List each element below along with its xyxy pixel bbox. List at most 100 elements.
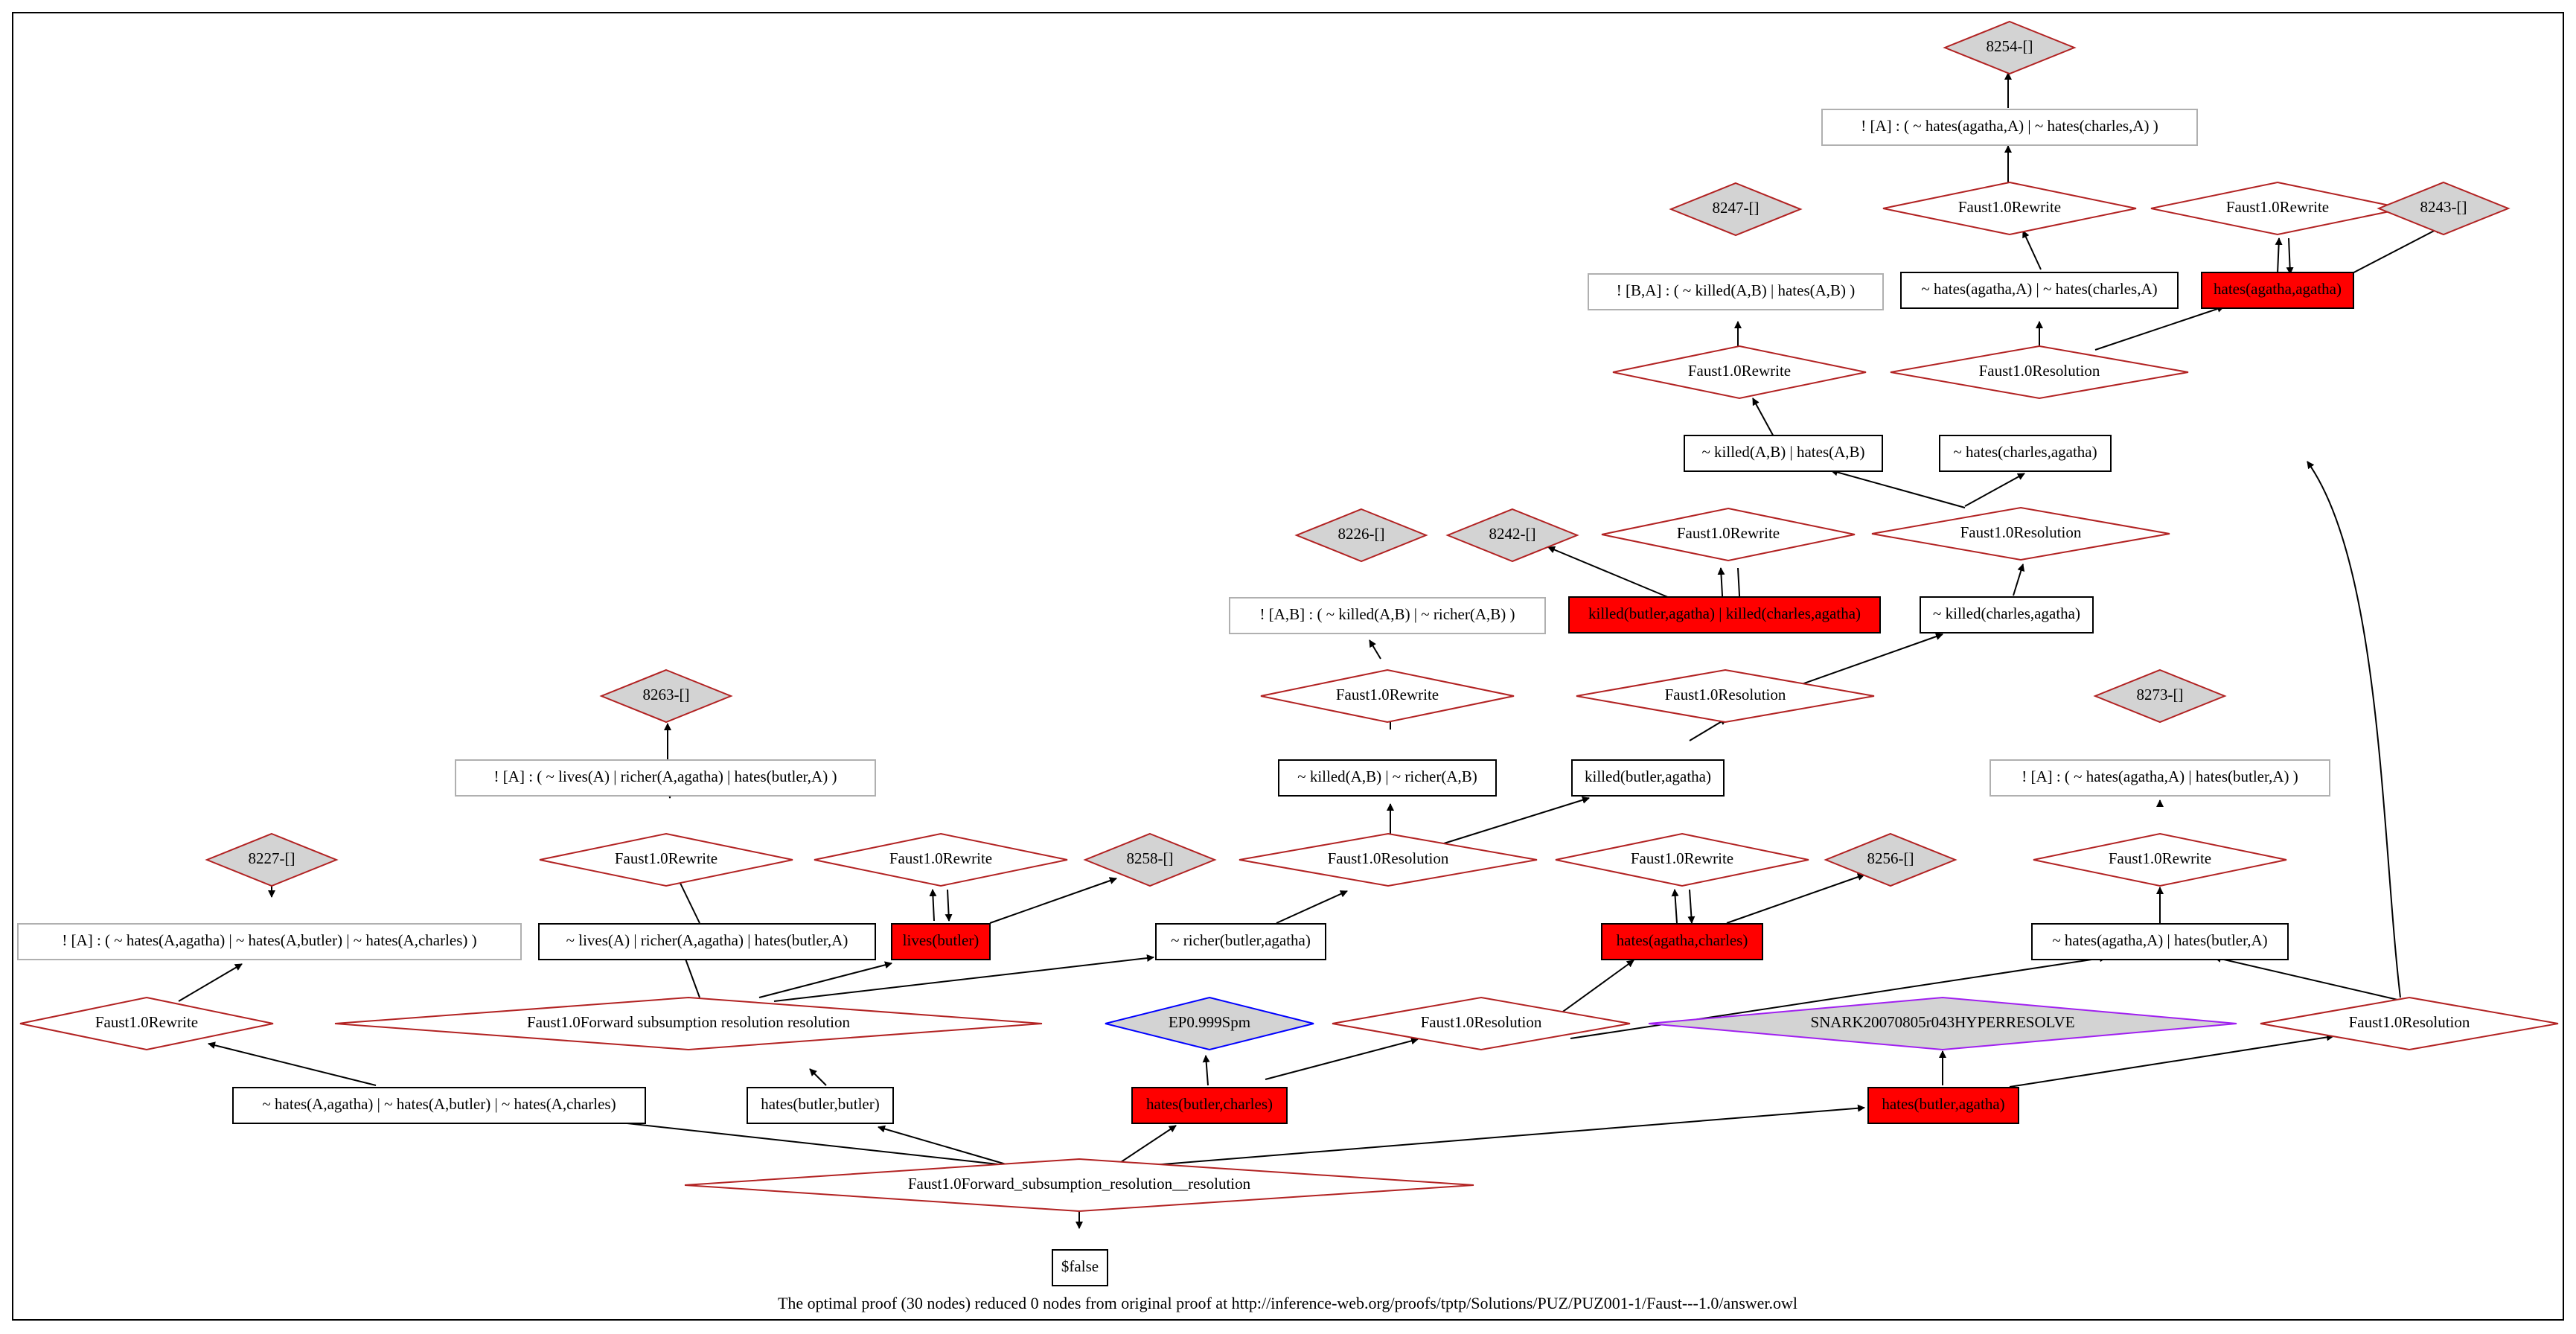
node-label: ! [A] : ( ~ hates(agatha,A) | ~ hates(ch… bbox=[1861, 117, 2158, 135]
node-label: Faust1.0Resolution bbox=[1665, 686, 1786, 703]
node-label: killed(butler,agatha) | killed(charles,a… bbox=[1588, 604, 1861, 622]
node-8247: 8247-[] bbox=[1669, 182, 1803, 237]
edge bbox=[929, 889, 937, 922]
clause-false: $false bbox=[1052, 1249, 1108, 1286]
node-label: 8256-[] bbox=[1867, 849, 1914, 867]
node-label: hates(butler,agatha) bbox=[1882, 1095, 2004, 1113]
edge bbox=[809, 1068, 827, 1086]
node-label: ~ hates(A,agatha) | ~ hates(A,butler) | … bbox=[262, 1095, 616, 1113]
edge bbox=[1369, 639, 1381, 660]
resolution-5: Faust1.0Resolution bbox=[1332, 996, 1631, 1051]
edge bbox=[773, 954, 1154, 1002]
node-label: Faust1.0Rewrite bbox=[1631, 849, 1733, 867]
clause-hates-butler-agatha: hates(butler,agatha) bbox=[1867, 1087, 2019, 1124]
node-label: $false bbox=[1061, 1257, 1099, 1275]
node-label: Faust1.0Resolution bbox=[1421, 1013, 1542, 1031]
forward-subsumption-resolution-2: Faust1.0Forward_subsumption_resolution__… bbox=[684, 1158, 1474, 1213]
edges bbox=[178, 72, 2442, 1229]
node-label: Faust1.0Resolution bbox=[1328, 849, 1449, 867]
node-label: 8247-[] bbox=[1713, 199, 1760, 217]
node-label: EP0.999Spm bbox=[1169, 1013, 1250, 1031]
clause-not-hates-agatha-hates-butler: ~ hates(agatha,A) | hates(butler,A) bbox=[2031, 923, 2289, 960]
rewrite-lives-butler: Faust1.0Rewrite bbox=[814, 832, 1068, 887]
node-label: ~ hates(agatha,A) | ~ hates(charles,A) bbox=[1921, 280, 2157, 298]
edge bbox=[1752, 398, 1776, 440]
rewrite-hates-agatha-charles: Faust1.0Rewrite bbox=[1555, 832, 1809, 887]
edge bbox=[566, 1114, 1006, 1166]
node-label: ~ lives(A) | richer(A,agatha) | hates(bu… bbox=[566, 931, 848, 949]
edge bbox=[2022, 230, 2042, 270]
node-8254: 8254-[] bbox=[1943, 20, 2077, 75]
node-label: ~ killed(charles,agatha) bbox=[1933, 604, 2080, 622]
resolution-3: Faust1.0Resolution bbox=[1576, 668, 1875, 724]
rewrite-killed: Faust1.0Rewrite bbox=[1601, 507, 1856, 562]
node-label: Faust1.0Rewrite bbox=[2226, 198, 2329, 216]
node-8243: 8243-[] bbox=[2377, 181, 2511, 236]
clause-killed-butler-or-charles: killed(butler,agatha) | killed(charles,a… bbox=[1568, 596, 1881, 634]
edge bbox=[945, 889, 953, 922]
resolution-1: Faust1.0Resolution bbox=[1890, 345, 2189, 400]
node-label: hates(agatha,charles) bbox=[1617, 931, 1748, 949]
rewrite-8273: Faust1.0Rewrite bbox=[2033, 832, 2287, 887]
node-label: SNARK20070805r043HYPERRESOLVE bbox=[1810, 1013, 2074, 1031]
clause-killed-butler-agatha: killed(butler,agatha) bbox=[1571, 759, 1725, 797]
node-label: ! [A,B] : ( ~ killed(A,B) | ~ richer(A,B… bbox=[1259, 605, 1515, 623]
node-label: 8254-[] bbox=[1987, 37, 2033, 55]
edge bbox=[989, 877, 1117, 924]
edge bbox=[178, 963, 243, 1002]
node-label: ~ killed(A,B) | ~ richer(A,B) bbox=[1297, 767, 1477, 785]
edge bbox=[1830, 468, 1966, 508]
formula-8254: ! [A] : ( ~ hates(agatha,A) | ~ hates(ch… bbox=[1821, 109, 2198, 146]
edge bbox=[1153, 1104, 1865, 1166]
rewrite-8227: Faust1.0Rewrite bbox=[19, 996, 274, 1051]
node-label: 8258-[] bbox=[1127, 849, 1174, 867]
node-label: Faust1.0Rewrite bbox=[1677, 524, 1780, 542]
rewrite-8247: Faust1.0Rewrite bbox=[1612, 345, 1867, 400]
node-label: ~ hates(agatha,A) | hates(butler,A) bbox=[2052, 931, 2267, 949]
rewrite-8263: Faust1.0Rewrite bbox=[539, 832, 793, 887]
edge bbox=[208, 1041, 377, 1086]
node-label: Faust1.0Rewrite bbox=[1336, 686, 1439, 703]
rewrite-8254: Faust1.0Rewrite bbox=[1882, 181, 2137, 236]
edge bbox=[1443, 796, 1590, 844]
node-ep-spm: EP0.999Spm bbox=[1105, 996, 1314, 1051]
node-8242: 8242-[] bbox=[1445, 508, 1579, 563]
node-8263: 8263-[] bbox=[599, 668, 733, 724]
edge bbox=[2013, 564, 2025, 596]
node-label: lives(butler) bbox=[903, 931, 979, 949]
clause-not-lives-richer-hates: ~ lives(A) | richer(A,agatha) | hates(bu… bbox=[538, 923, 876, 960]
node-label: 8273-[] bbox=[2137, 686, 2184, 703]
node-snark-hyperresolve: SNARK20070805r043HYPERRESOLVE bbox=[1648, 996, 2237, 1051]
node-label: Faust1.0Forward subsumption resolution r… bbox=[527, 1013, 850, 1031]
node-label: hates(butler,charles) bbox=[1146, 1095, 1273, 1113]
node-label: ! [B,A] : ( ~ killed(A,B) | hates(A,B) ) bbox=[1617, 281, 1856, 299]
edge bbox=[2214, 955, 2405, 1002]
node-label: ~ richer(butler,agatha) bbox=[1171, 931, 1311, 949]
node-label: Faust1.0Rewrite bbox=[615, 849, 717, 867]
clause-not-killed-charles-agatha: ~ killed(charles,agatha) bbox=[1920, 596, 2094, 634]
rewrite-8226: Faust1.0Rewrite bbox=[1260, 668, 1515, 724]
node-label: 8243-[] bbox=[2420, 198, 2467, 216]
node-label: 8226-[] bbox=[1338, 525, 1385, 543]
graph-caption: The optimal proof (30 nodes) reduced 0 n… bbox=[778, 1294, 1797, 1312]
node-8273: 8273-[] bbox=[2093, 668, 2227, 724]
node-label: Faust1.0Forward_subsumption_resolution__… bbox=[908, 1175, 1251, 1193]
node-label: ! [A] : ( ~ hates(agatha,A) | hates(butl… bbox=[2022, 767, 2298, 785]
edge bbox=[1687, 889, 1696, 924]
resolution-4: Faust1.0Resolution bbox=[1239, 832, 1538, 887]
edge bbox=[1276, 890, 1348, 924]
edge bbox=[1671, 889, 1679, 924]
node-label: ~ killed(A,B) | hates(A,B) bbox=[1701, 443, 1864, 461]
formula-8227: ! [A] : ( ~ hates(A,agatha) | ~ hates(A,… bbox=[17, 923, 522, 960]
resolution-6: Faust1.0Resolution bbox=[2260, 996, 2559, 1051]
node-label: Faust1.0Rewrite bbox=[2109, 849, 2211, 867]
clause-hates-butler-butler: hates(butler,butler) bbox=[747, 1087, 894, 1124]
clause-not-killed-or-hates: ~ killed(A,B) | hates(A,B) bbox=[1684, 435, 1883, 472]
node-8226: 8226-[] bbox=[1294, 508, 1428, 563]
edge bbox=[1116, 1125, 1177, 1166]
formula-8247: ! [B,A] : ( ~ killed(A,B) | hates(A,B) ) bbox=[1588, 273, 1884, 310]
node-label: Faust1.0Rewrite bbox=[1688, 362, 1791, 380]
edge bbox=[2009, 1033, 2334, 1088]
node-label: 8263-[] bbox=[643, 686, 690, 703]
